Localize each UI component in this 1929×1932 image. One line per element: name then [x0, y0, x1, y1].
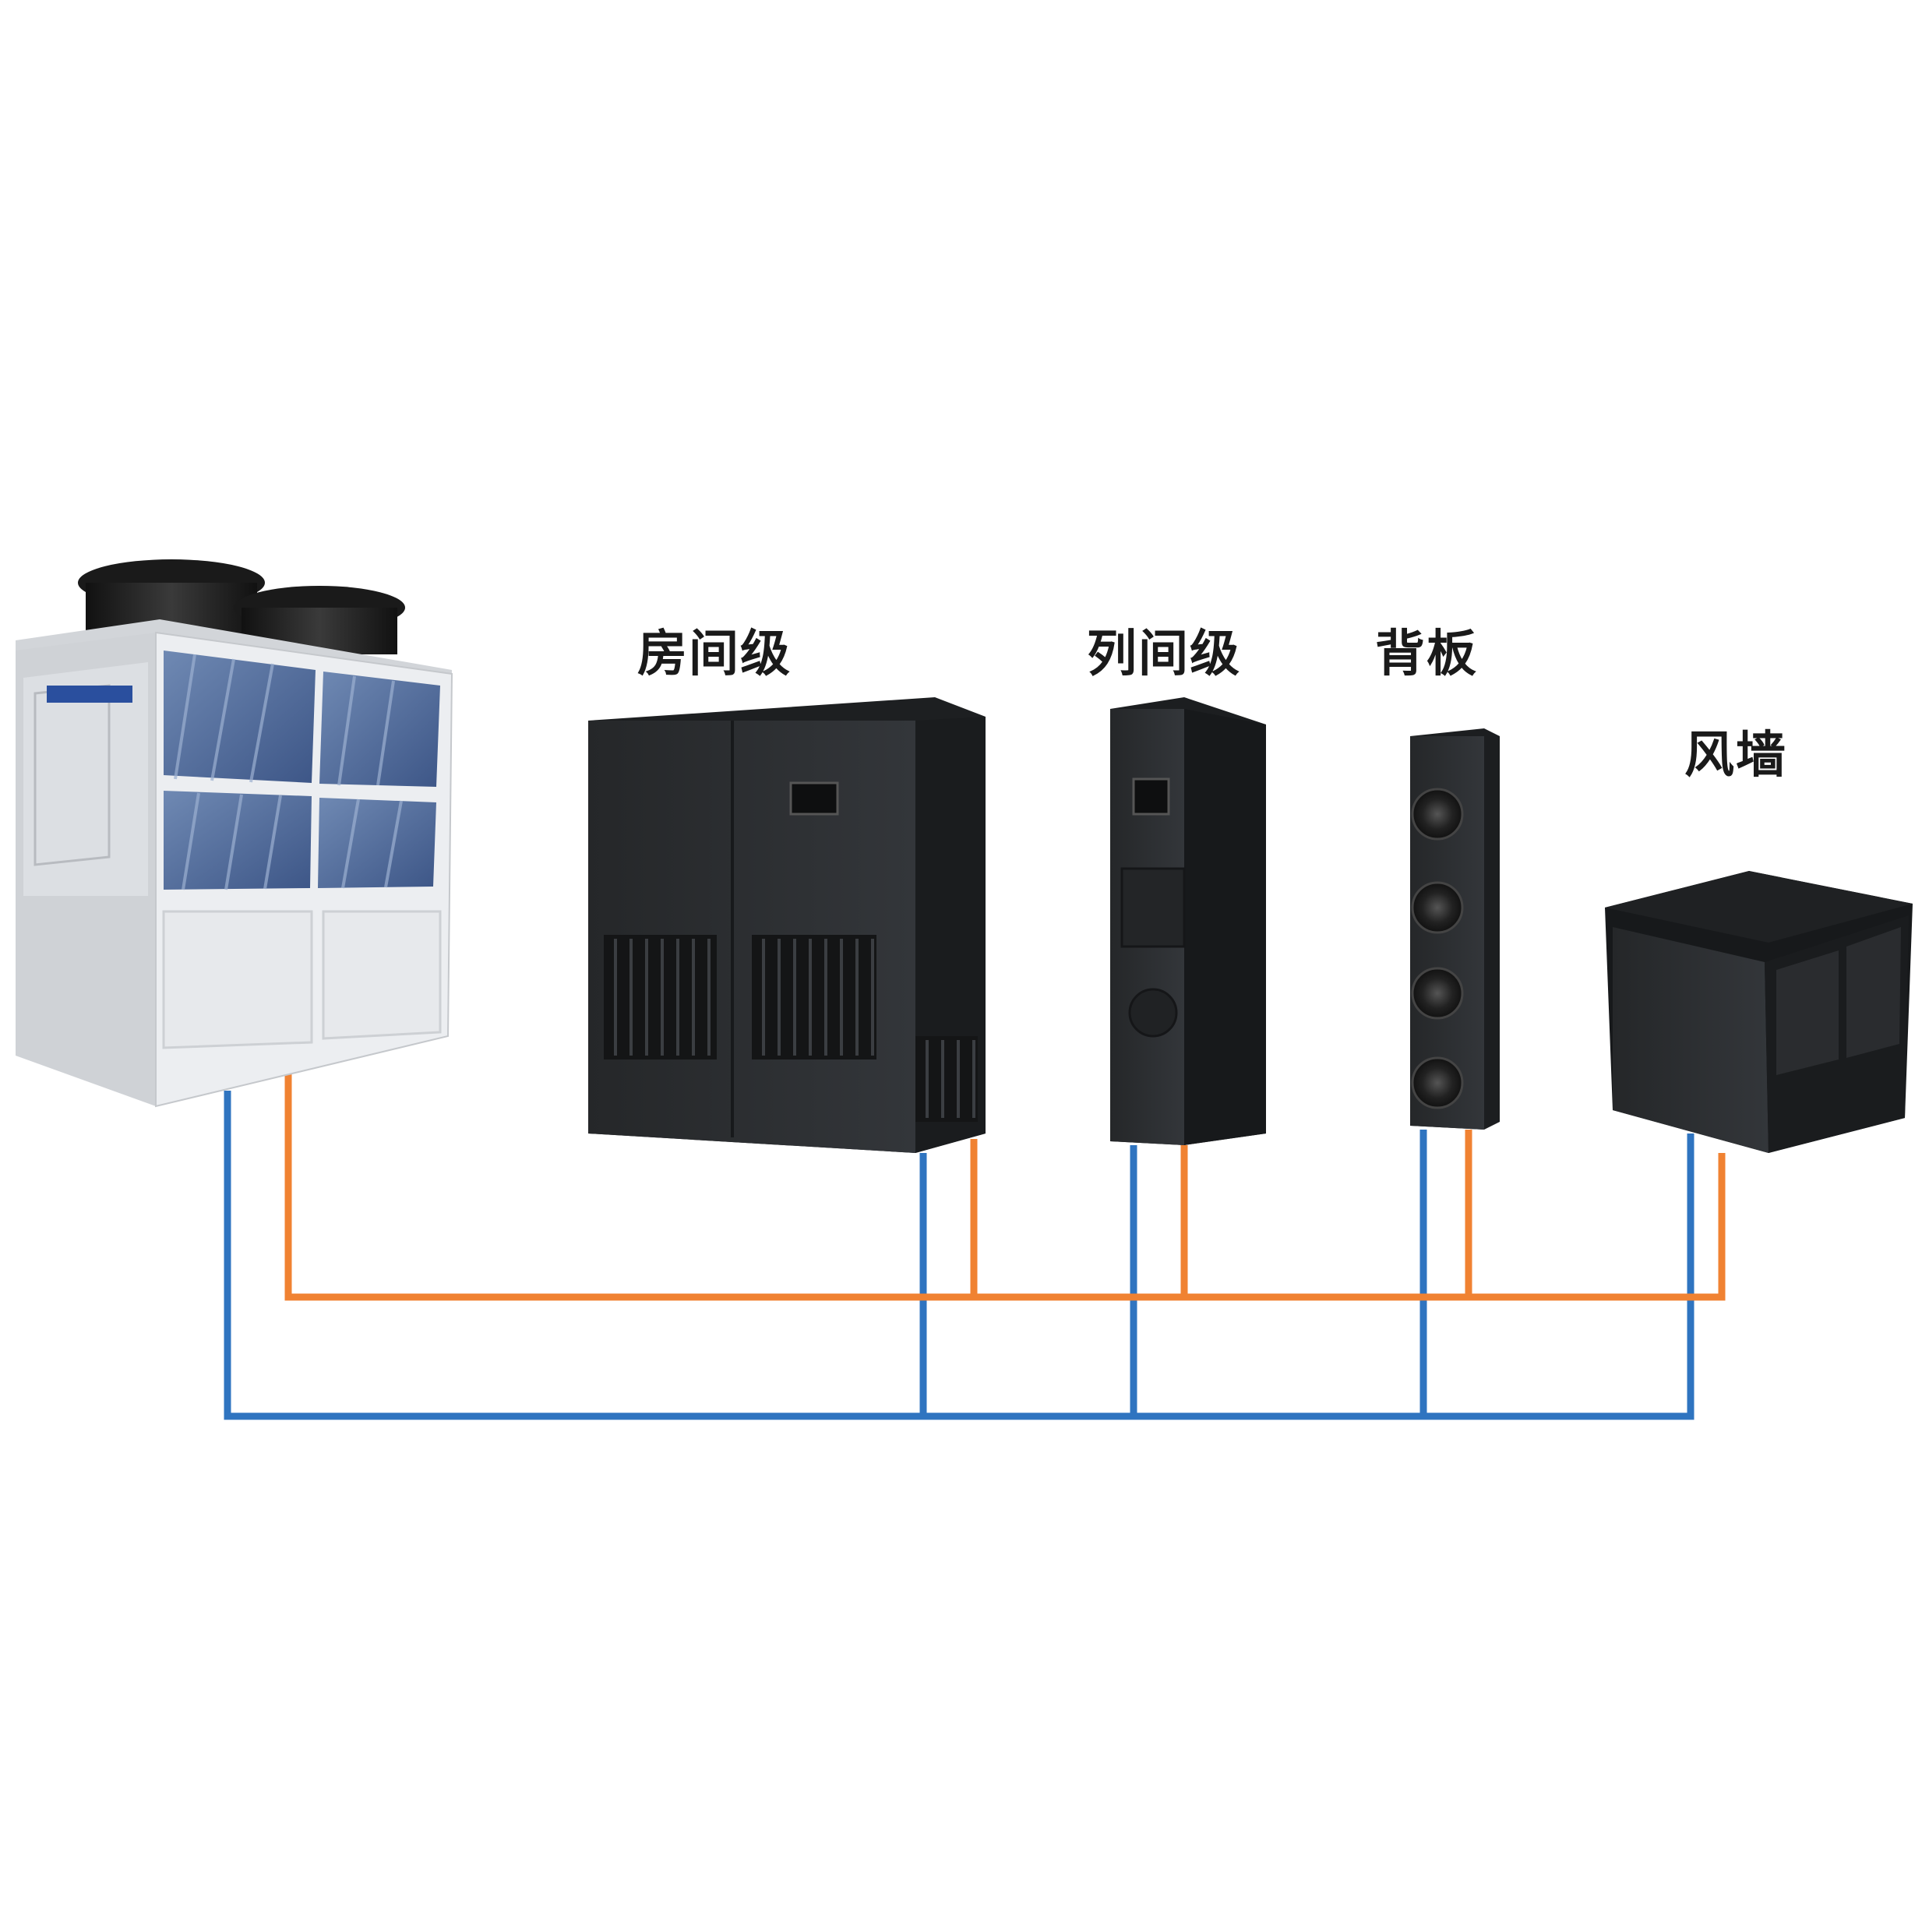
label-row-level: 列间级 [1087, 626, 1241, 683]
label-fan-wall: 风墙 [1684, 727, 1787, 784]
supply-pipe-network [284, 1071, 1726, 1301]
label-room-level: 房间级 [637, 626, 792, 683]
room-level-cooling-unit-icon [588, 697, 986, 1153]
rear-door-fans [1411, 788, 1464, 1109]
chiller-logo [47, 686, 132, 703]
fan-wall-unit-icon [1605, 871, 1913, 1153]
rear-door-heat-exchanger-icon [1410, 728, 1500, 1130]
outdoor-chiller-icon [16, 559, 453, 1108]
return-pipe-network [224, 1091, 1694, 1420]
row-level-cooling-unit-icon [1110, 697, 1266, 1145]
label-rear-door: 背板 [1375, 626, 1478, 683]
